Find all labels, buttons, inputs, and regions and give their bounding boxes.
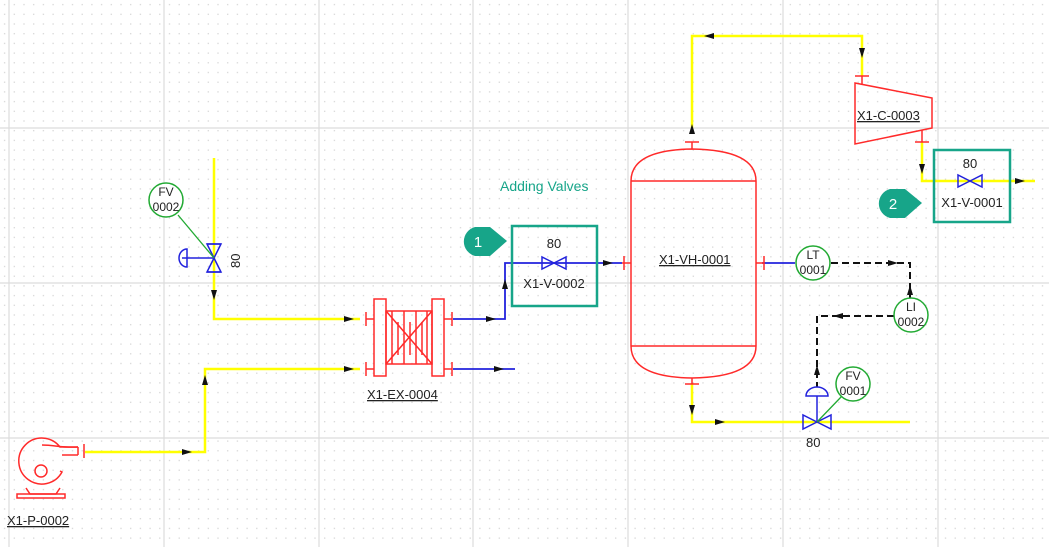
svg-text:0002: 0002 [153, 200, 180, 214]
line-vessel-bottom-outlet [690, 383, 910, 424]
instrument-li0002[interactable]: LI 0002 [893, 297, 929, 333]
compressor-tag: X1-C-0003 [857, 108, 920, 123]
svg-text:FV: FV [158, 185, 173, 199]
instrument-fv0002[interactable]: FV 0002 [148, 182, 184, 218]
svg-text:FV: FV [845, 369, 860, 383]
line-compressor-to-v0001 [920, 142, 1035, 183]
v0001-tag: X1-V-0001 [941, 195, 1002, 210]
vessel-tag: X1-VH-0001 [659, 252, 731, 267]
flow-arrows [182, 33, 1025, 455]
callout-badge-1[interactable]: 1 [463, 227, 507, 256]
instrument-lt0001[interactable]: LT 0001 [795, 245, 831, 281]
v0001-size: 80 [963, 156, 977, 171]
instrument-fv0001[interactable]: FV 0001 [835, 366, 871, 402]
svg-text:2: 2 [889, 196, 897, 213]
vessel-x1-vh-0001[interactable] [622, 141, 765, 385]
pump-tag: X1-P-0002 [7, 513, 69, 528]
blue-lines[interactable] [453, 262, 795, 370]
fv0001-valve-size: 80 [806, 435, 820, 450]
heat-exchanger-x1-ex-0004[interactable] [365, 298, 453, 377]
svg-text:0001: 0001 [840, 384, 867, 398]
v0002-size: 80 [547, 236, 561, 251]
svg-text:1: 1 [474, 234, 482, 251]
heat-exchanger-tag: X1-EX-0004 [367, 387, 438, 402]
svg-text:0002: 0002 [898, 315, 925, 329]
svg-text:0001: 0001 [800, 263, 827, 277]
pump-x1-p-0002[interactable] [16, 437, 85, 499]
callout-badge-2[interactable]: 2 [878, 189, 922, 218]
annotation-title: Adding Valves [500, 178, 588, 194]
v0002-tag: X1-V-0002 [523, 276, 584, 291]
svg-text:LT: LT [806, 248, 820, 262]
line-fv0002-to-hx [212, 158, 360, 321]
compressor-x1-c-0003[interactable] [854, 75, 933, 145]
svg-text:LI: LI [906, 300, 916, 314]
line-hx-to-v0002 [453, 262, 622, 320]
valve-x1-v-0002[interactable]: 80 X1-V-0002 [510, 224, 599, 308]
line-pump-to-hx [85, 367, 360, 454]
valve-x1-v-0001[interactable]: 80 X1-V-0001 [932, 148, 1012, 224]
fv0002-valve-size: 80 [228, 254, 243, 268]
